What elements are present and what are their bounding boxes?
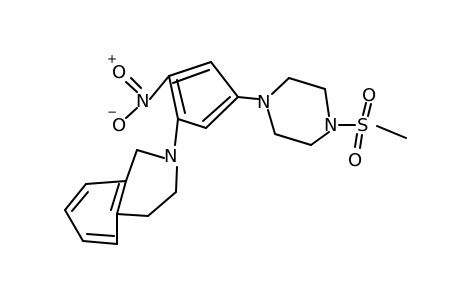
bond-pip-6 xyxy=(267,109,276,135)
atom-o-sulfonyl-top: O xyxy=(362,85,376,106)
atom-n-isoquinoline: N xyxy=(164,146,177,167)
bond-benzo-5-double xyxy=(86,233,115,237)
bond-thiq-n-ch2-right xyxy=(175,166,178,193)
bond-nitro-to-o-top xyxy=(125,81,138,93)
atom-n-nitro: N xyxy=(136,91,149,112)
bond-s-to-methyl xyxy=(376,125,407,139)
bond-thiq-ch2-ch2 xyxy=(147,191,177,217)
bond-ring-bottom xyxy=(177,118,207,129)
atom-n-piperazine-1: N xyxy=(257,92,270,113)
bond-pip-3 xyxy=(324,88,330,117)
bond-s-to-o-bottom-double xyxy=(359,134,363,149)
bond-benzo-4 xyxy=(64,209,84,242)
bond-pip-5 xyxy=(274,133,312,146)
atom-labels: N + O O − N N N S O O xyxy=(107,52,376,171)
bond-ring-to-piperazine xyxy=(237,96,259,100)
bond-benzo-5 xyxy=(82,240,118,245)
bond-ring-lower-right xyxy=(205,96,239,129)
bond-ring-to-isoquinoline xyxy=(174,118,179,146)
bond-ring-top xyxy=(168,61,212,77)
atom-n-piperazine-4: N xyxy=(324,115,337,136)
bond-ring-lower-left-double xyxy=(176,79,186,114)
atom-o-nitro-bottom: O xyxy=(112,115,126,136)
bond-nitro-to-o-bottom xyxy=(125,107,138,119)
atom-s-sulfonyl: S xyxy=(357,115,368,136)
bond-benzo-1 xyxy=(116,180,127,215)
bond-thiq-ch2-to-arom xyxy=(125,149,138,182)
bond-ring-lower-right-double xyxy=(202,96,231,122)
bond-s-to-o-top-double xyxy=(367,103,372,117)
bond-pip-4 xyxy=(310,131,330,146)
bond-s-to-o-top xyxy=(362,102,367,116)
bond-thiq-ch2-to-arom-2 xyxy=(116,213,149,217)
bond-ring-upper-right xyxy=(210,61,239,98)
bond-benzo-3 xyxy=(64,183,87,211)
bonds xyxy=(64,61,407,245)
bond-benzo-1-double xyxy=(110,183,120,211)
bond-s-to-o-bottom xyxy=(354,133,358,148)
bond-pip-2 xyxy=(288,77,326,90)
bond-benzo-3-double xyxy=(71,191,89,212)
bond-ring-top-double xyxy=(172,69,210,84)
bond-thiq-n-ch2-left xyxy=(136,149,165,159)
bond-benzo-2 xyxy=(85,180,127,185)
bond-nitro-to-o-top-double xyxy=(130,77,142,89)
charge-n-nitro: + xyxy=(107,52,117,66)
bond-ring-lower-left xyxy=(168,75,179,120)
bond-pip-1 xyxy=(271,77,290,95)
atom-o-nitro-top: O xyxy=(112,62,126,83)
bond-ring-to-nitro xyxy=(149,75,170,100)
charge-o-nitro-bottom: − xyxy=(107,105,117,119)
atom-o-sulfonyl-bottom: O xyxy=(348,150,362,171)
